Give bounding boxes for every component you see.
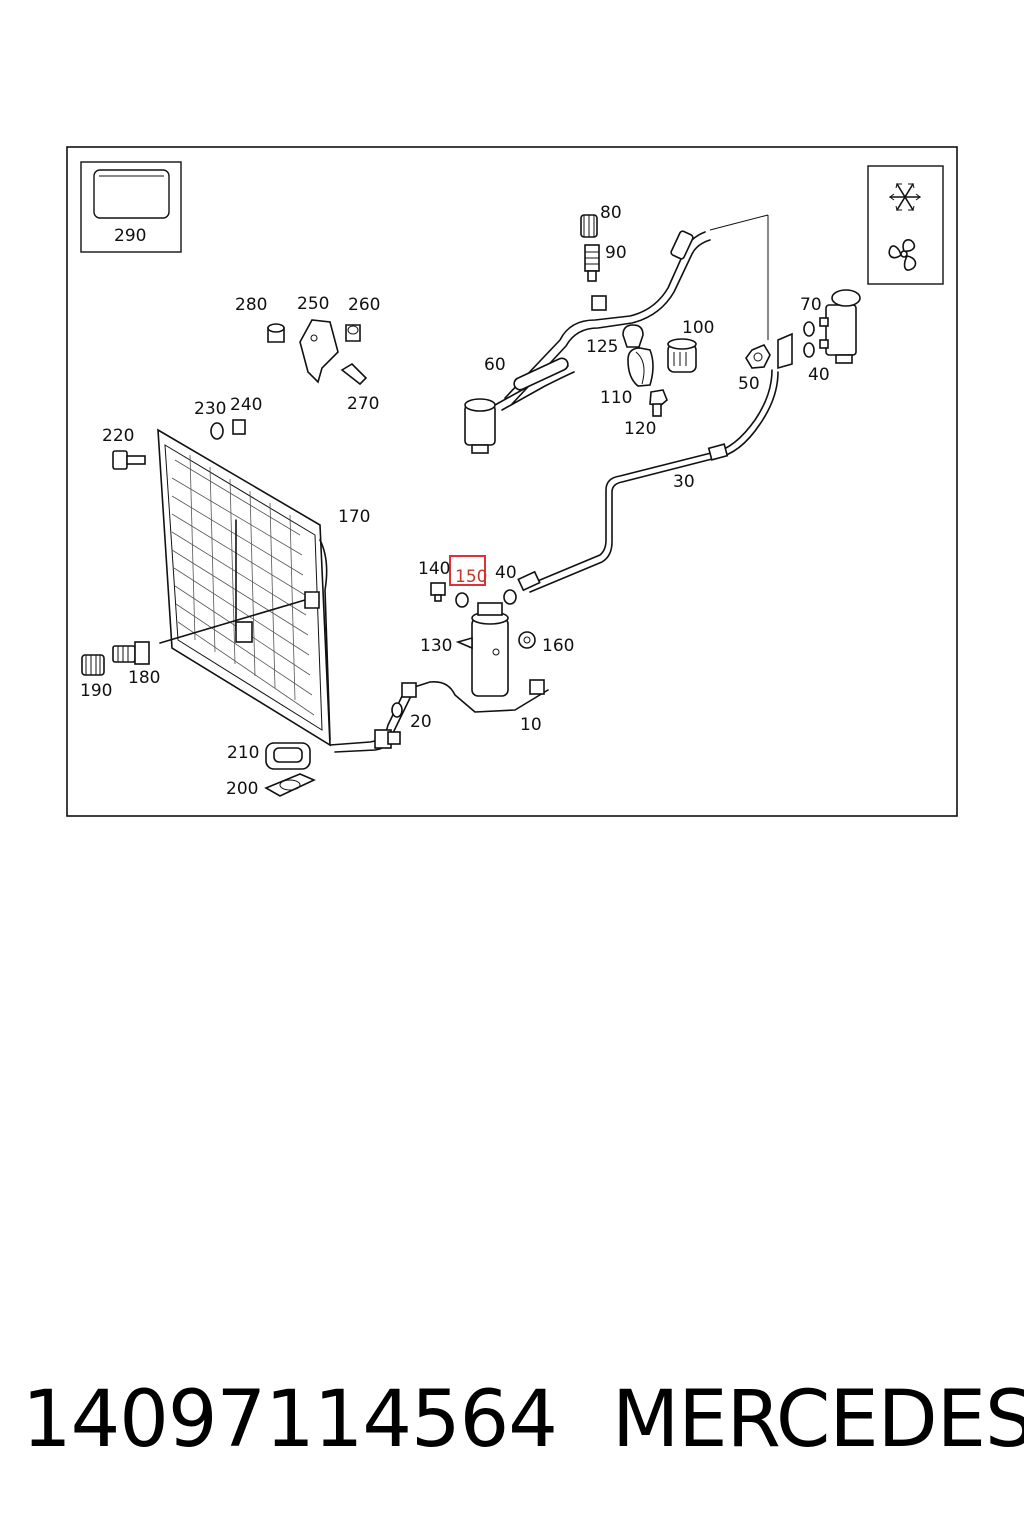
label-80[interactable]: 80 [600,203,622,223]
label-110[interactable]: 110 [600,388,632,408]
fan-icon [888,239,917,271]
label-50[interactable]: 50 [738,374,760,394]
rubber-mount-part [345,324,361,342]
label-120[interactable]: 120 [624,419,656,439]
label-200[interactable]: 200 [226,779,258,799]
valve-block-part [819,289,861,364]
bolt-part [112,450,146,470]
label-230[interactable]: 230 [194,399,226,419]
label-260[interactable]: 260 [348,295,380,315]
snowflake-icon [889,183,921,211]
seal-ring-part [265,742,311,770]
label-270[interactable]: 270 [347,394,379,414]
condenser [157,428,331,747]
refrigerant-line-30 [527,369,773,586]
label-70[interactable]: 70 [800,295,822,315]
receiver-dryer [455,602,509,697]
clip-nut-part [232,419,246,435]
valve-core-part [584,244,600,282]
label-130[interactable]: 130 [420,636,452,656]
o-ring-40-part [503,589,517,605]
label-160[interactable]: 160 [542,636,574,656]
label-30[interactable]: 30 [673,472,695,492]
sealing-ring-part [455,592,469,608]
label-20[interactable]: 20 [410,712,432,732]
part-number: 14097114564 [22,1375,558,1465]
seal-pad-part [264,773,316,797]
label-40-valve[interactable]: 40 [808,365,830,385]
label-240[interactable]: 240 [230,395,262,415]
refrigerant-line-lower [329,680,549,746]
washer-part [210,422,224,440]
damper-part [667,338,697,373]
label-210[interactable]: 210 [227,743,259,763]
cap-part [580,214,598,238]
expansion-valve [745,332,793,370]
label-40-receiver[interactable]: 40 [495,563,517,583]
label-250[interactable]: 250 [297,294,329,314]
diagram-frame [66,146,958,817]
pressure-cap-part [464,398,496,454]
o-ring-part [391,702,403,718]
pressure-switch-part [430,582,446,602]
hex-bolt-part [649,389,668,417]
highlight-box [449,555,486,586]
grommet-part [267,323,285,343]
label-180[interactable]: 180 [128,668,160,688]
climate-icons-box [867,165,944,285]
parts-diagram: 10 20 30 40 40 50 60 70 80 90 100 110 12… [66,146,958,817]
label-90[interactable]: 90 [605,243,627,263]
drain-valve-part [112,641,150,665]
label-10[interactable]: 10 [520,715,542,735]
label-190[interactable]: 190 [80,681,112,701]
label-125[interactable]: 125 [586,337,618,357]
label-100[interactable]: 100 [682,318,714,338]
clamp-part [627,347,654,387]
product-footer: 14097114564 MERCEDES [0,1370,1024,1480]
label-140[interactable]: 140 [418,559,450,579]
label-280[interactable]: 280 [235,295,267,315]
label-170[interactable]: 170 [338,507,370,527]
label-220[interactable]: 220 [102,426,134,446]
screw-part [340,362,368,386]
clip-part [622,324,644,348]
brand-name: MERCEDES [612,1375,1024,1465]
bracket-part [299,319,339,384]
label-290[interactable]: 290 [114,226,146,246]
label-60[interactable]: 60 [484,355,506,375]
label-150-highlighted[interactable]: 150 [455,567,487,587]
filler-plug-part [81,654,105,676]
nut-part [518,631,536,649]
label-sticker-part [80,161,182,253]
